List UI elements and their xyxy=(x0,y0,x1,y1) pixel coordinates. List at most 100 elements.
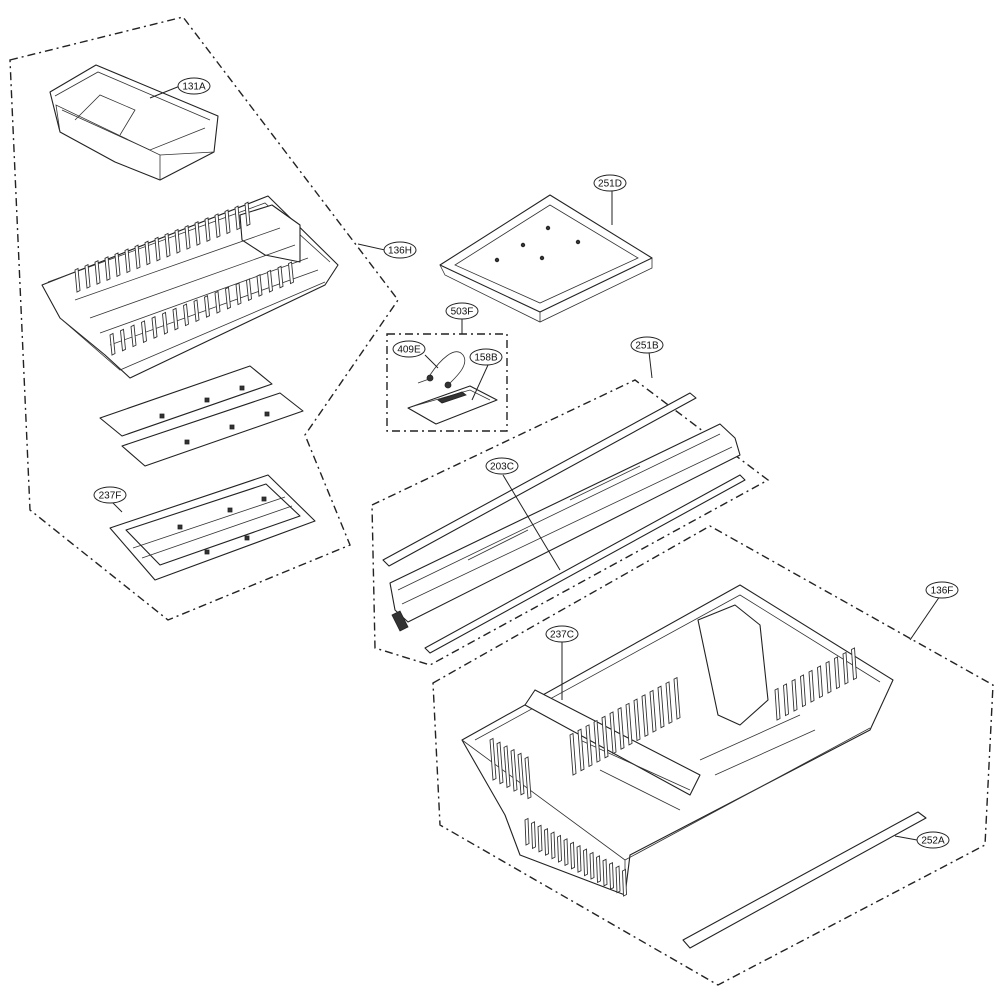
vent-slot xyxy=(164,232,171,258)
vent-slot xyxy=(489,737,497,781)
callout-136F: 136F xyxy=(925,581,959,599)
vent-slot xyxy=(193,299,200,323)
callout-label-136H: 136H xyxy=(388,246,412,257)
vent-slot xyxy=(74,267,81,293)
callout-503F: 503F xyxy=(445,302,479,320)
vent-slot xyxy=(225,286,231,310)
vent-slot xyxy=(224,209,231,235)
vent-slot xyxy=(569,732,577,776)
vent-slot xyxy=(531,821,536,850)
vent-slot xyxy=(256,274,263,297)
callout-252A: 252A xyxy=(916,831,950,849)
callout-237C: 237C xyxy=(545,625,579,643)
leader-lines xyxy=(109,85,941,841)
callout-label-503F: 503F xyxy=(451,307,474,318)
vent-slot xyxy=(246,278,252,302)
vent-slot xyxy=(184,224,191,250)
strip-252A-part xyxy=(682,811,927,949)
callout-label-251B: 251B xyxy=(635,341,659,352)
vent-slot xyxy=(194,221,201,246)
callout-label-203C: 203C xyxy=(490,462,514,473)
callout-409E: 409E xyxy=(392,340,426,358)
vent-slot xyxy=(596,855,601,884)
callout-label-131A: 131A xyxy=(182,82,206,93)
vent-slot xyxy=(84,263,91,289)
vent-slot xyxy=(109,332,116,356)
divider-plates-part xyxy=(99,365,304,467)
basket-136H-part xyxy=(41,195,339,379)
cover-251D-part xyxy=(439,194,653,323)
vent-slot xyxy=(589,851,595,880)
bin-131A-part xyxy=(49,64,219,181)
group-boundary-136F xyxy=(432,525,994,986)
callout-203C: 203C xyxy=(485,457,519,475)
vent-slot xyxy=(825,660,832,694)
vent-slot xyxy=(593,719,601,763)
vent-slot xyxy=(537,824,543,853)
vent-slot xyxy=(576,844,582,873)
callout-label-252A: 252A xyxy=(921,836,945,847)
vent-slot xyxy=(622,868,627,897)
vent-slot xyxy=(124,248,131,274)
vent-slot xyxy=(817,665,823,699)
vent-slot xyxy=(174,228,181,254)
vent-slot xyxy=(134,244,141,270)
frame-237F-part xyxy=(109,474,316,581)
vent-slot xyxy=(114,252,121,278)
callout-label-136F: 136F xyxy=(931,586,954,597)
vent-slot xyxy=(267,269,273,293)
callout-label-409E: 409E xyxy=(397,345,421,356)
assembly-503F-part xyxy=(407,351,498,425)
vent-slot xyxy=(550,831,556,860)
callout-label-158B: 158B xyxy=(474,353,498,364)
vent-slot xyxy=(641,694,649,738)
vent-slot xyxy=(601,715,609,759)
vent-slot xyxy=(517,752,525,796)
vent-slot xyxy=(141,320,147,344)
vent-slot xyxy=(583,848,588,877)
vent-slot xyxy=(625,702,633,746)
callout-158B: 158B xyxy=(469,348,503,366)
vent-slot xyxy=(673,676,681,720)
vent-slot xyxy=(244,201,251,227)
callout-237F: 237F xyxy=(93,486,127,504)
vent-slot xyxy=(204,217,211,242)
callout-label-237C: 237C xyxy=(550,630,574,641)
vent-slot xyxy=(783,683,789,717)
vent-slot xyxy=(130,324,137,348)
vent-slots xyxy=(74,201,857,897)
group-boundary-251B xyxy=(371,379,770,666)
vent-slot xyxy=(235,282,242,306)
vent-slot xyxy=(234,205,241,231)
vent-slot xyxy=(154,236,161,262)
vent-slot xyxy=(503,745,511,789)
vent-slot xyxy=(617,706,625,750)
vent-slot xyxy=(808,669,815,703)
vent-slot xyxy=(602,858,608,887)
vent-slot xyxy=(144,240,151,266)
group-boundary-503F xyxy=(386,333,508,432)
vent-slot xyxy=(834,656,840,690)
vent-slot xyxy=(214,213,221,239)
vent-slot xyxy=(524,817,530,846)
vent-slot xyxy=(183,303,189,327)
vent-slot xyxy=(657,685,665,729)
callout-131A: 131A xyxy=(177,77,211,95)
vent-slot xyxy=(609,711,617,755)
vent-slot xyxy=(633,698,641,742)
callout-label-237F: 237F xyxy=(99,491,122,502)
vent-slot xyxy=(510,748,518,792)
vent-slot xyxy=(774,687,781,721)
vent-slot xyxy=(204,295,210,318)
vent-slot xyxy=(577,728,585,772)
callout-label-251D: 251D xyxy=(598,179,622,190)
vent-slot xyxy=(609,861,614,890)
vent-slot xyxy=(524,756,532,800)
vent-slot xyxy=(842,651,849,685)
callout-136H: 136H xyxy=(383,241,417,259)
vent-slot xyxy=(94,260,101,285)
vent-slot xyxy=(104,256,111,281)
vent-slot xyxy=(615,865,621,894)
